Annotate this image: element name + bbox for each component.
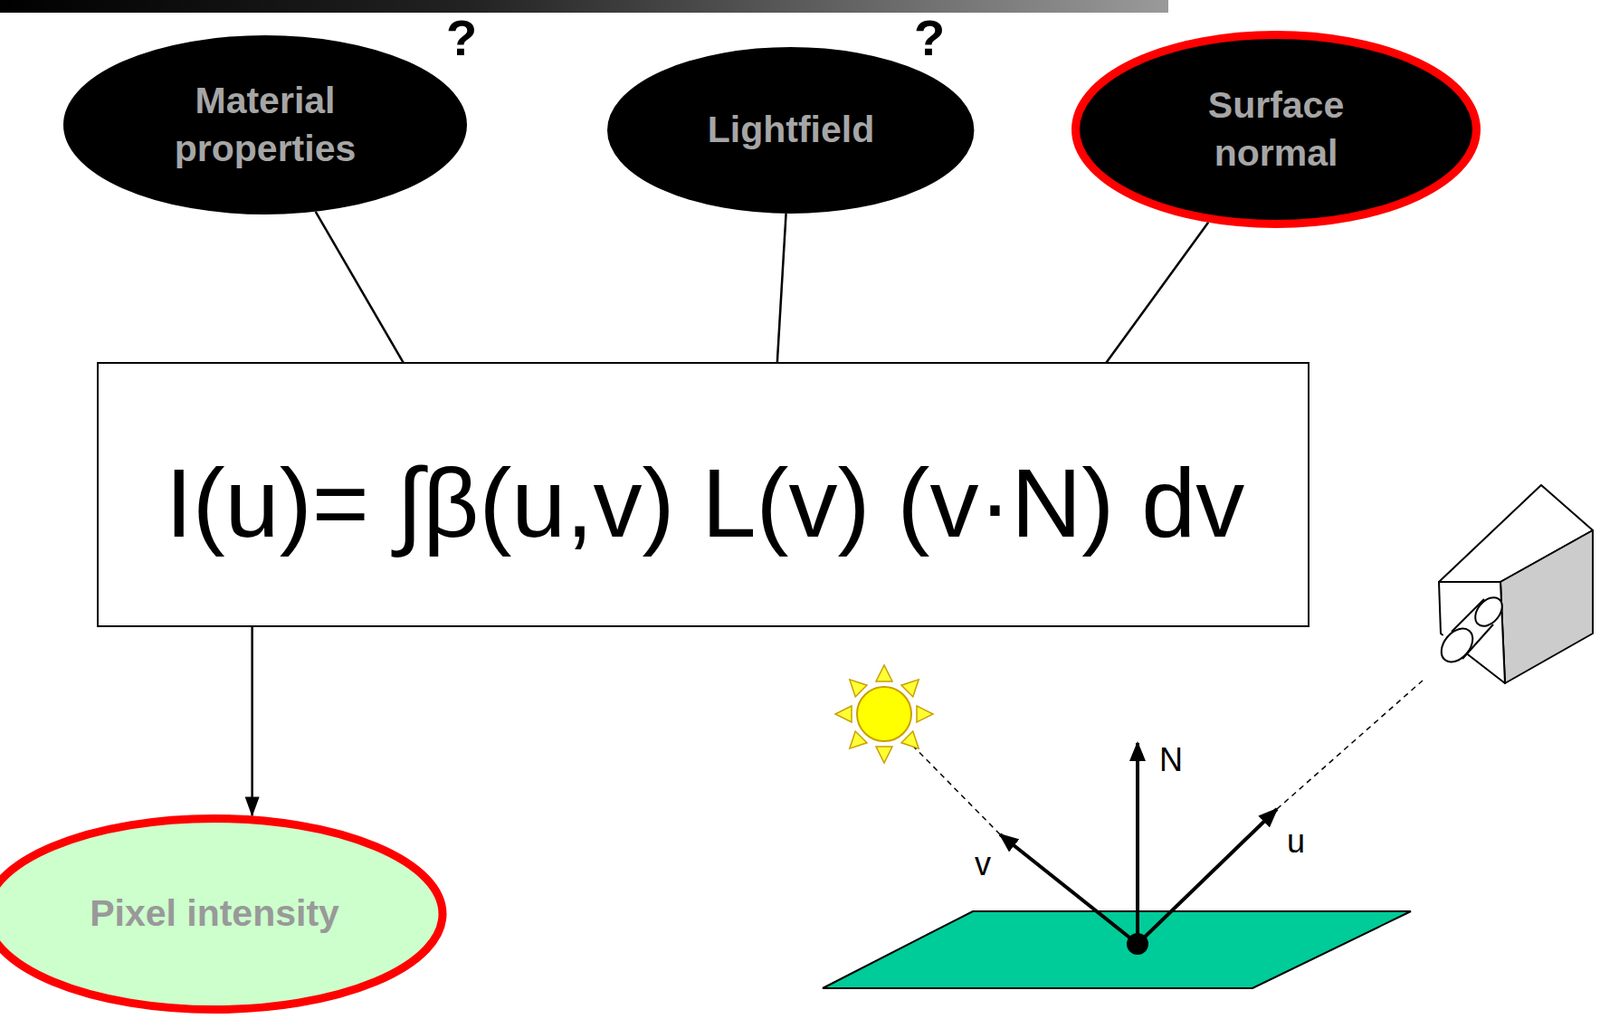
node-label: Pixel intensity (89, 892, 340, 934)
output-ellipse: Pixel intensity (0, 814, 448, 1014)
normal-vector (1135, 742, 1140, 944)
node-label: Surface normal (1208, 84, 1344, 174)
view-ray (1276, 680, 1423, 810)
node-label: Material properties (174, 79, 357, 170)
vector-label: u (1286, 825, 1305, 858)
light-ray (891, 723, 1000, 835)
view-vector (1137, 809, 1277, 944)
ellipse-outline (63, 35, 467, 215)
input-ellipse: Lightfield (607, 47, 974, 214)
input-ellipse: Surface normal (1071, 30, 1481, 229)
sun-symbol (835, 665, 934, 763)
vector-label: N (1159, 743, 1183, 777)
vector-label: v (974, 847, 991, 881)
ellipse-outline (1071, 30, 1481, 229)
surface-point (1126, 933, 1149, 955)
camera-symbol (1429, 485, 1593, 684)
surface-plane (822, 911, 1411, 989)
equation-text: I(u)= ∫β(u,v) L(v) (v·N) dv (165, 447, 1246, 560)
question-mark: ? (446, 12, 477, 64)
input-ellipse: Material properties (63, 35, 467, 215)
equation-box: I(u)= ∫β(u,v) L(v) (v·N) dv (96, 361, 1310, 628)
question-mark: ? (914, 12, 945, 64)
light-vector (1000, 834, 1138, 944)
top-bar (0, 0, 1169, 13)
node-label: Lightfield (707, 108, 875, 151)
